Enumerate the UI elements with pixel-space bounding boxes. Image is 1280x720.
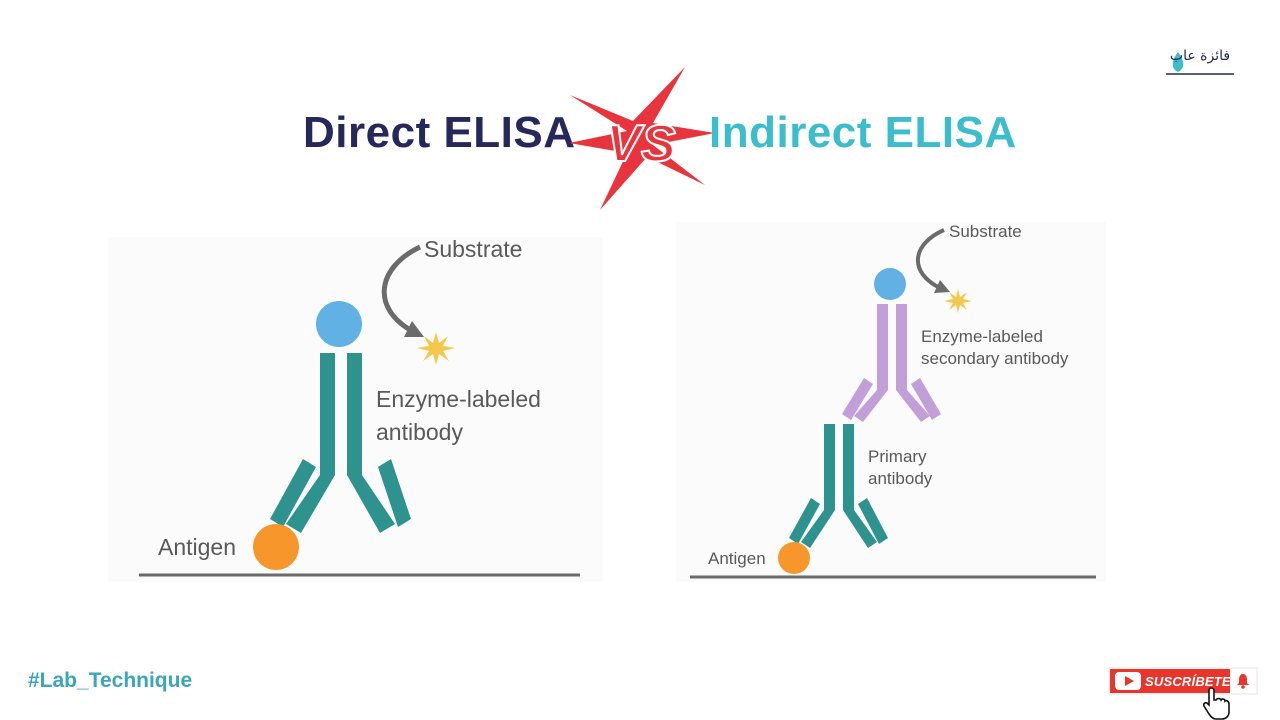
antibody-heavy-chain-left xyxy=(320,353,335,475)
label-primary-antibody: antibody xyxy=(868,469,933,488)
label-enzyme-labeled: Enzyme-labeled xyxy=(376,386,541,412)
hand-cursor-icon xyxy=(1202,687,1230,720)
secondary-antibody-arm-left-inner xyxy=(854,390,888,422)
substrate-star-icon xyxy=(417,332,455,365)
logo-icon: فائزة عاب xyxy=(1166,48,1234,75)
primary-antibody-chain-left xyxy=(824,424,835,510)
substrate-star-icon xyxy=(944,289,972,313)
label-substrate: Substrate xyxy=(424,237,522,262)
label-antigen: Antigen xyxy=(708,549,766,568)
bell-button[interactable] xyxy=(1230,669,1256,693)
label-antigen: Antigen xyxy=(158,534,236,560)
vs-text: VS xyxy=(606,115,676,173)
bell-icon xyxy=(1237,674,1249,689)
antibody-arm-left-inner xyxy=(286,475,335,533)
secondary-antibody-chain-right xyxy=(896,304,907,390)
antibody-arm-right-inner xyxy=(347,475,395,533)
title-indirect-elisa: Indirect ELISA xyxy=(709,108,1017,157)
direct-elisa-diagram: Substrate Enzyme-labeled antibody Antige… xyxy=(139,237,580,577)
secondary-antibody-chain-left xyxy=(877,304,888,390)
primary-antibody-arm-left-inner xyxy=(801,510,835,548)
enzyme-circle xyxy=(874,268,906,300)
subscribe-button[interactable]: SUSCRÍBETE xyxy=(1108,667,1258,695)
title-direct-elisa: Direct ELISA xyxy=(303,108,576,157)
subscribe-label: SUSCRÍBETE xyxy=(1145,673,1231,689)
primary-antibody-arm-right-inner xyxy=(843,510,877,548)
hashtag-label: #Lab_Technique xyxy=(28,669,193,692)
primary-antibody-arm-right-outer xyxy=(858,498,888,544)
primary-antibody-arm-left-outer xyxy=(789,498,820,544)
antigen-circle xyxy=(253,524,299,570)
secondary-antibody-arm-right-inner xyxy=(896,390,930,422)
logo-text: فائزة عاب xyxy=(1170,48,1230,64)
youtube-play-icon xyxy=(1115,672,1141,690)
secondary-antibody-arm-left-outer xyxy=(842,378,873,420)
panel-indirect-elisa: Substrate Enzyme-labeled secondary antib… xyxy=(676,222,1106,582)
vs-burst-icon: VS xyxy=(569,67,715,210)
curved-arrow-icon xyxy=(381,244,422,334)
curved-arrow-icon xyxy=(916,228,945,290)
label-substrate: Substrate xyxy=(949,222,1022,241)
panel-direct-elisa: Substrate Enzyme-labeled antibody Antige… xyxy=(108,237,603,582)
antibody-arm-left-outer xyxy=(270,459,316,527)
secondary-antibody-arm-right-outer xyxy=(911,378,941,420)
enzyme-circle xyxy=(316,301,362,347)
primary-antibody-chain-right xyxy=(843,424,854,510)
label-secondary-antibody: secondary antibody xyxy=(921,349,1069,368)
antibody-arm-right-outer xyxy=(378,459,411,527)
antibody-heavy-chain-right xyxy=(347,353,362,475)
label-enzyme-labeled: Enzyme-labeled xyxy=(921,327,1043,346)
label-primary: Primary xyxy=(868,447,927,466)
label-antibody: antibody xyxy=(376,419,463,445)
antigen-circle xyxy=(778,542,810,574)
indirect-elisa-diagram: Substrate Enzyme-labeled secondary antib… xyxy=(690,222,1096,579)
